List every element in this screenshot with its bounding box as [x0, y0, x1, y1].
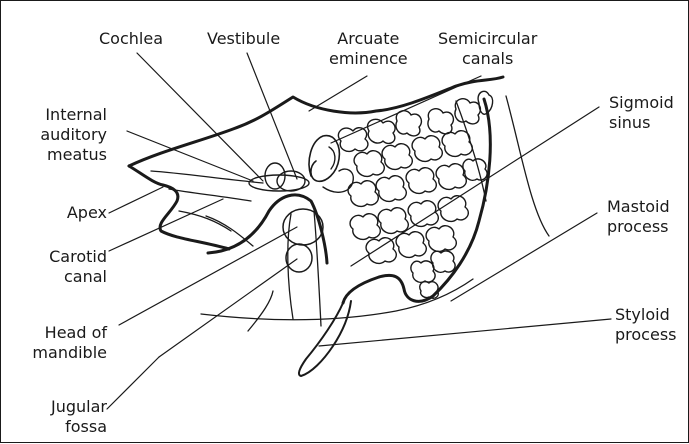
label-jugular-fossa-line-1: Jugular	[11, 397, 107, 417]
label-jugular-fossa: Jugular fossa	[11, 397, 107, 437]
label-arcuate-eminence-line-2: eminence	[329, 49, 408, 69]
label-carotid-canal-line-2: canal	[11, 267, 107, 287]
label-apex-line: Apex	[11, 203, 107, 223]
label-styloid-process-line-2: process	[615, 325, 676, 345]
label-styloid-process-line-1: Styloid	[615, 305, 676, 325]
apex-tip-outline	[129, 166, 229, 249]
label-semicircular-canals-line-2: canals	[438, 49, 537, 69]
label-cochlea: Cochlea	[99, 29, 163, 49]
label-arcuate-eminence: Arcuate eminence	[329, 29, 408, 69]
leader-apex	[109, 187, 163, 213]
label-internal-auditory-meatus: Internal auditory meatus	[11, 105, 107, 165]
label-vestibule-line: Vestibule	[207, 29, 280, 49]
label-semicircular-canals-line-1: Semicircular	[438, 29, 537, 49]
leader-styloid-process	[319, 319, 611, 346]
label-sigmoid-sinus-line-1: Sigmoid	[609, 93, 674, 113]
leader-jugular-fossa-b	[159, 259, 297, 357]
label-iam-line-3: meatus	[11, 145, 107, 165]
leader-sigmoid-sinus	[351, 107, 599, 266]
label-vestibule: Vestibule	[207, 29, 280, 49]
leader-cochlea	[137, 53, 263, 181]
label-iam-line-1: Internal	[11, 105, 107, 125]
carotid-lower-outline	[208, 195, 327, 263]
label-mastoid-process-line-2: process	[607, 217, 670, 237]
leader-vestibule	[247, 53, 297, 179]
label-cochlea-line: Cochlea	[99, 29, 163, 49]
label-carotid-canal: Carotid canal	[11, 247, 107, 287]
label-iam-line-2: auditory	[11, 125, 107, 145]
label-carotid-canal-line-1: Carotid	[11, 247, 107, 267]
leader-internal-auditory-meatus	[127, 131, 253, 181]
label-mastoid-process: Mastoid process	[607, 197, 670, 237]
label-semicircular-canals: Semicircular canals	[438, 29, 537, 69]
label-head-of-mandible-line-2: mandible	[11, 343, 107, 363]
styloid-process-outline	[299, 301, 351, 376]
label-jugular-fossa-line-2: fossa	[11, 417, 107, 437]
leader-head-of-mandible	[119, 227, 297, 325]
label-head-of-mandible-line-1: Head of	[11, 323, 107, 343]
leader-arcuate-eminence	[309, 76, 367, 111]
label-arcuate-eminence-line-1: Arcuate	[329, 29, 408, 49]
label-apex: Apex	[11, 203, 107, 223]
label-sigmoid-sinus: Sigmoid sinus	[609, 93, 674, 133]
leader-mastoid-process	[451, 213, 597, 301]
label-mastoid-process-line-1: Mastoid	[607, 197, 670, 217]
leader-jugular-fossa	[107, 357, 159, 409]
label-sigmoid-sinus-line-2: sinus	[609, 113, 674, 133]
label-styloid-process: Styloid process	[615, 305, 676, 345]
label-head-of-mandible: Head of mandible	[11, 323, 107, 363]
